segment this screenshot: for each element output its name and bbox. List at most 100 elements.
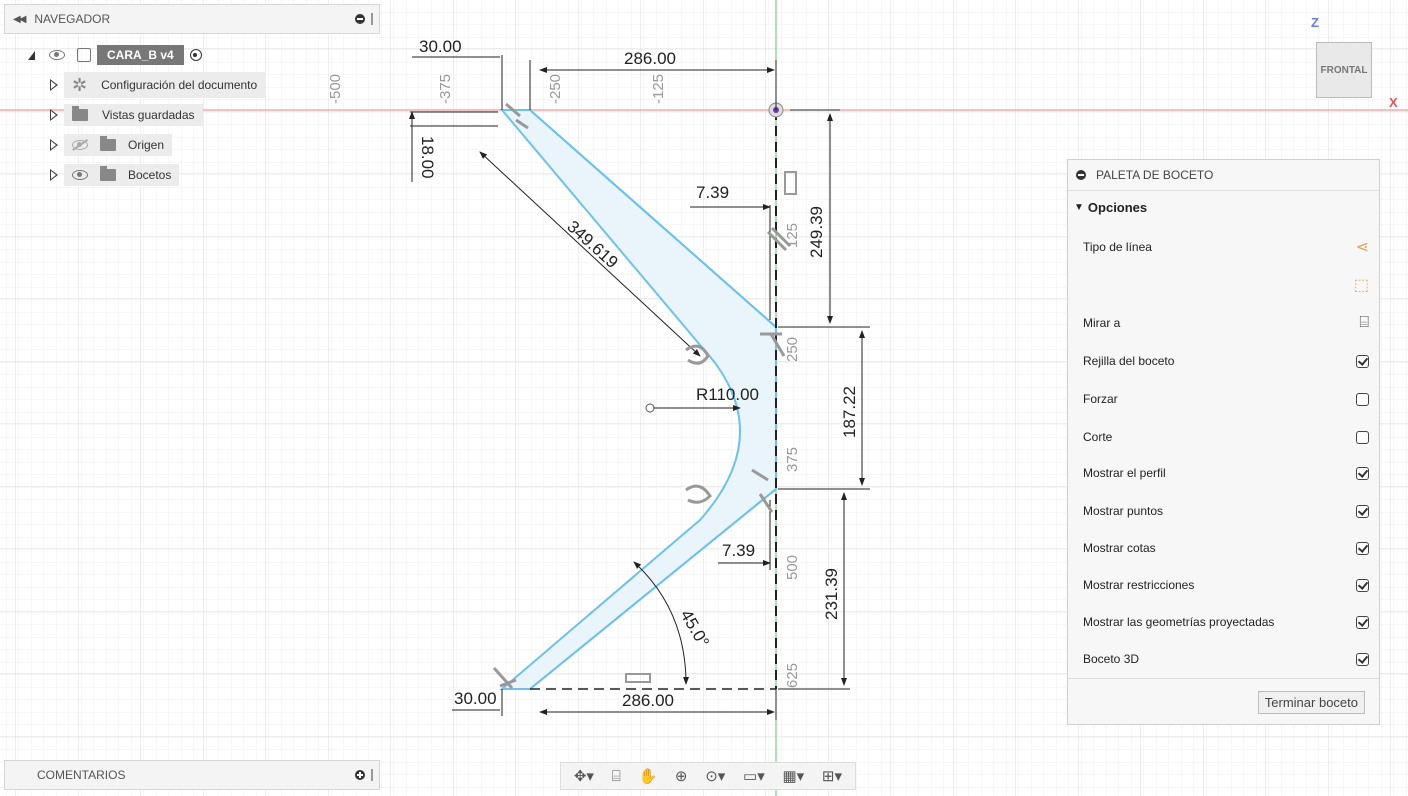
grid-label-v: 250 (784, 337, 801, 362)
option-label: Rejilla del boceto (1083, 354, 1175, 368)
option-show-points[interactable]: Mostrar puntos (1083, 492, 1369, 530)
zoom-icon[interactable]: ⊕ (674, 768, 688, 785)
option-label: Boceto 3D (1083, 652, 1140, 666)
projected-geometry-checkbox[interactable] (1356, 615, 1369, 629)
option-label: Tipo de línea (1083, 240, 1152, 254)
palette-divider (1068, 678, 1379, 679)
tree-item-label: Bocetos (128, 168, 172, 182)
grid-label-v: 375 (784, 447, 801, 472)
dim-vert-top[interactable]: 249.39 (807, 206, 826, 258)
sketch-grid-checkbox[interactable] (1356, 354, 1369, 368)
display-icon[interactable]: ▭▾ (743, 768, 765, 785)
tree-root[interactable]: CARA_B v4 (28, 43, 202, 67)
linetype-icon[interactable]: ⋖ (1355, 239, 1369, 256)
dim-gap-bottom[interactable]: 7.39 (722, 541, 755, 560)
view-cube[interactable]: FRONTAL (1316, 42, 1372, 98)
grid-label-v: 125 (784, 223, 801, 248)
dim-top-length[interactable]: 286.00 (624, 49, 676, 68)
tree-item-sketches[interactable]: Bocetos (50, 163, 180, 187)
dimension-graphics (409, 55, 870, 720)
tree-item-label: Origen (128, 138, 165, 152)
panel-resize-handle-icon[interactable] (371, 13, 373, 25)
option-label: Mostrar el perfil (1083, 466, 1166, 480)
constraint-glyphs[interactable] (492, 102, 797, 690)
option-3d-sketch[interactable]: Boceto 3D (1083, 640, 1369, 678)
look-at-icon[interactable]: ⌸ (611, 767, 621, 785)
show-profile-checkbox[interactable] (1356, 466, 1369, 480)
sketch-palette: PALETA DE BOCETO ▼ Opciones Tipo de líne… (1067, 159, 1380, 725)
dim-top-width[interactable]: 30.00 (419, 37, 462, 56)
dim-bottom-length[interactable]: 286.00 (622, 691, 674, 710)
expand-down-icon: ▼ (1074, 201, 1084, 213)
viewports-icon[interactable]: ⊞▾ (821, 768, 843, 785)
grid-label-h: -125 (650, 74, 667, 104)
option-show-profile[interactable]: Mostrar el perfil (1083, 454, 1369, 492)
comments-title: COMENTARIOS (37, 768, 126, 782)
view-cube-face[interactable]: FRONTAL (1320, 64, 1368, 76)
options-section-header[interactable]: ▼ Opciones (1068, 191, 1379, 223)
panel-resize-handle-icon[interactable] (371, 769, 373, 781)
visibility-eye-icon[interactable] (72, 170, 88, 180)
grid-icon[interactable]: ▦▾ (782, 768, 805, 785)
option-slice[interactable]: Corte (1083, 418, 1369, 456)
collapse-left-icon[interactable]: ◀◀ (13, 13, 26, 25)
snap-checkbox[interactable] (1356, 392, 1369, 406)
orbit-icon[interactable]: ✥▾ (573, 768, 594, 785)
option-show-dimensions[interactable]: Mostrar cotas (1083, 529, 1369, 567)
grid-label-v: 625 (784, 663, 801, 688)
dim-vert-bottom[interactable]: 231.39 (822, 568, 841, 620)
grid-label-h: -250 (547, 74, 564, 104)
option-construction[interactable]: ⬚ (1083, 266, 1369, 304)
expand-right-icon[interactable] (50, 169, 58, 181)
expand-right-icon[interactable] (50, 139, 58, 151)
option-label: Mirar a (1083, 316, 1121, 330)
comments-header[interactable]: COMENTARIOS (4, 760, 380, 790)
expand-right-icon[interactable] (50, 109, 58, 121)
axis-z-label: Z (1311, 15, 1319, 30)
option-line-type[interactable]: Tipo de línea ⋖ (1083, 228, 1369, 266)
construction-icon[interactable]: ⬚ (1353, 277, 1369, 294)
tree-item-document-settings[interactable]: ✲ Configuración del documento (50, 72, 266, 98)
dim-bottom-width[interactable]: 30.00 (454, 689, 497, 708)
add-comment-icon[interactable] (355, 770, 365, 780)
option-show-constraints[interactable]: Mostrar restricciones (1083, 566, 1369, 604)
radius-center-point[interactable] (645, 403, 655, 413)
option-projected-geometry[interactable]: Mostrar las geometrías proyectadas (1083, 603, 1369, 641)
folder-icon (100, 166, 116, 181)
option-label: Mostrar puntos (1083, 504, 1164, 518)
navigator-header[interactable]: ◀◀ NAVEGADOR (4, 4, 380, 34)
expand-down-icon[interactable] (28, 50, 35, 60)
pan-icon[interactable]: ✋ (638, 768, 658, 785)
component-name[interactable]: CARA_B v4 (97, 45, 184, 65)
gear-icon: ✲ (72, 75, 88, 95)
palette-header[interactable]: PALETA DE BOCETO (1068, 160, 1379, 191)
palette-title: PALETA DE BOCETO (1096, 168, 1214, 182)
minimize-icon[interactable] (1076, 170, 1086, 180)
dim-top-thickness[interactable]: 18.00 (418, 136, 437, 179)
3d-sketch-checkbox[interactable] (1356, 652, 1369, 666)
show-constraints-checkbox[interactable] (1356, 578, 1369, 592)
option-look-at[interactable]: Mirar a ⌸ (1083, 304, 1369, 342)
option-label: Corte (1083, 430, 1113, 444)
slice-checkbox[interactable] (1356, 430, 1369, 444)
dim-vert-mid[interactable]: 187.22 (840, 386, 859, 438)
look-at-icon[interactable]: ⌸ (1359, 314, 1369, 331)
minimize-icon[interactable] (355, 14, 365, 24)
tree-item-label: Vistas guardadas (102, 108, 195, 122)
hidden-eye-icon[interactable] (72, 140, 88, 150)
tree-item-saved-views[interactable]: Vistas guardadas (50, 103, 203, 127)
visibility-eye-icon[interactable] (49, 50, 65, 60)
option-label: Forzar (1083, 392, 1118, 406)
finish-sketch-button[interactable]: Terminar boceto (1257, 691, 1365, 714)
fit-icon[interactable]: ⊙▾ (705, 768, 726, 785)
option-sketch-grid[interactable]: Rejilla del boceto (1083, 342, 1369, 380)
dim-gap-top[interactable]: 7.39 (696, 183, 729, 202)
show-dimensions-checkbox[interactable] (1356, 541, 1369, 555)
activate-radio-icon[interactable] (189, 49, 202, 61)
show-points-checkbox[interactable] (1356, 504, 1369, 518)
tree-item-origin[interactable]: Origen (50, 133, 173, 157)
dim-radius[interactable]: R110.00 (696, 385, 759, 404)
axis-x-label: X (1389, 95, 1398, 110)
expand-right-icon[interactable] (50, 79, 58, 91)
option-snap[interactable]: Forzar (1083, 380, 1369, 418)
